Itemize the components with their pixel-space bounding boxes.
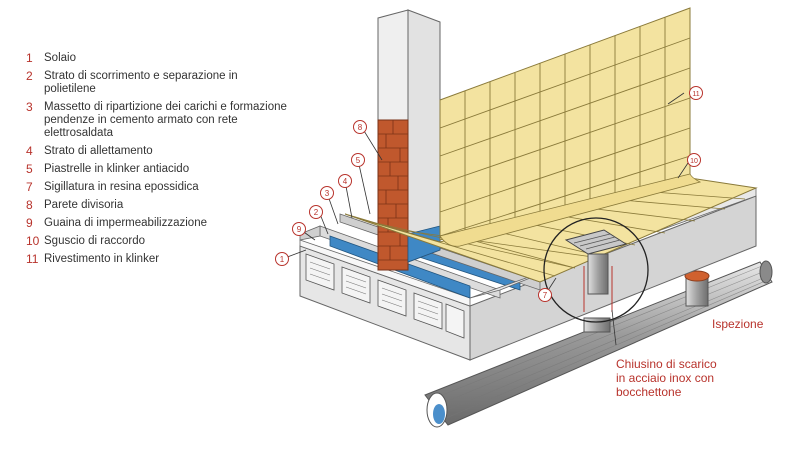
- callout-7: 7: [538, 288, 552, 302]
- legend-list: 1 Solaio 2 Strato di scorrimento e separaz…: [26, 52, 291, 271]
- legend-item-5: 5 Piastrelle in klinker antiacido: [26, 163, 291, 176]
- floor-tiles: [344, 173, 758, 283]
- legend-number: 1: [26, 51, 33, 65]
- legend-text: Solaio: [44, 52, 76, 64]
- legend-number: 8: [26, 198, 33, 212]
- wall-tiles: [439, 7, 691, 241]
- legend-text: Massetto di ripartizione dei carichi e f…: [44, 101, 287, 139]
- legend-item-8: 8 Parete divisoria: [26, 199, 291, 212]
- callout-number: 2: [314, 208, 319, 217]
- legend-number: 9: [26, 216, 33, 230]
- callout-number: 7: [543, 291, 548, 300]
- legend-number: 4: [26, 144, 33, 158]
- legend-number: 3: [26, 100, 33, 114]
- detail-circle: [543, 217, 649, 323]
- legend-text: Strato di allettamento: [44, 145, 153, 157]
- legend-number: 5: [26, 162, 33, 176]
- callout-4: 4: [338, 174, 352, 188]
- callout-number: 11: [692, 91, 699, 98]
- legend-item-3: 3 Massetto di ripartizione dei carichi e …: [26, 101, 291, 140]
- legend-text: Sguscio di raccordo: [44, 235, 145, 247]
- callouts: 1 2 3 4 5 7 8 9: [275, 86, 703, 302]
- callout-1: 1: [275, 252, 289, 266]
- callout-number: 1: [280, 255, 285, 264]
- callout-3: 3: [320, 186, 334, 200]
- legend-item-7: 7 Sigillatura in resina epossidica: [26, 181, 291, 194]
- chiusino-line-2: in acciaio inox con: [616, 371, 714, 385]
- legend-item-4: 4 Strato di allettamento: [26, 145, 291, 158]
- ispezione-label: Ispezione: [712, 317, 764, 331]
- legend-item-11: 11 Rivestimento in klinker: [26, 253, 291, 266]
- legend-item-10: 10 Sguscio di raccordo: [26, 235, 291, 248]
- chiusino-line-1: Chiusino di scarico: [616, 357, 717, 371]
- chiusino-label: Chiusino di scarico in acciaio inox con …: [616, 357, 717, 399]
- legend-text: Guaina di impermeabilizzazione: [44, 217, 207, 229]
- callout-9: 9: [292, 222, 306, 236]
- chiusino-line-3: bocchettone: [616, 385, 682, 399]
- callout-number: 3: [325, 189, 330, 198]
- callout-number: 5: [356, 156, 361, 165]
- callout-number: 4: [343, 177, 348, 186]
- legend-text: Rivestimento in klinker: [44, 253, 160, 265]
- legend-item-9: 9 Guaina di impermeabilizzazione: [26, 217, 291, 230]
- callout-number: 8: [358, 123, 363, 132]
- legend-number: 10: [26, 234, 40, 248]
- legend-number: 11: [26, 252, 39, 266]
- inspection-riser: [684, 270, 710, 307]
- callout-8: 8: [353, 120, 367, 134]
- callout-number: 9: [297, 225, 302, 234]
- legend-text: Parete divisoria: [44, 199, 124, 211]
- legend-number: 2: [26, 69, 33, 83]
- legend-item-2: 2 Strato di scorrimento e separazione in …: [26, 70, 291, 96]
- legend-item-1: 1 Solaio: [26, 52, 291, 65]
- callout-5: 5: [351, 153, 365, 167]
- legend-text: Strato di scorrimento e separazione in p…: [44, 70, 238, 95]
- legend-text: Sigillatura in resina epossidica: [44, 181, 199, 193]
- legend-text: Piastrelle in klinker antiacido: [44, 163, 190, 175]
- callout-number: 10: [690, 158, 698, 165]
- partition-wall: [377, 9, 441, 271]
- callout-10: 10: [687, 153, 701, 167]
- callout-11: 11: [689, 86, 703, 100]
- callout-2: 2: [309, 205, 323, 219]
- legend-number: 7: [26, 180, 33, 194]
